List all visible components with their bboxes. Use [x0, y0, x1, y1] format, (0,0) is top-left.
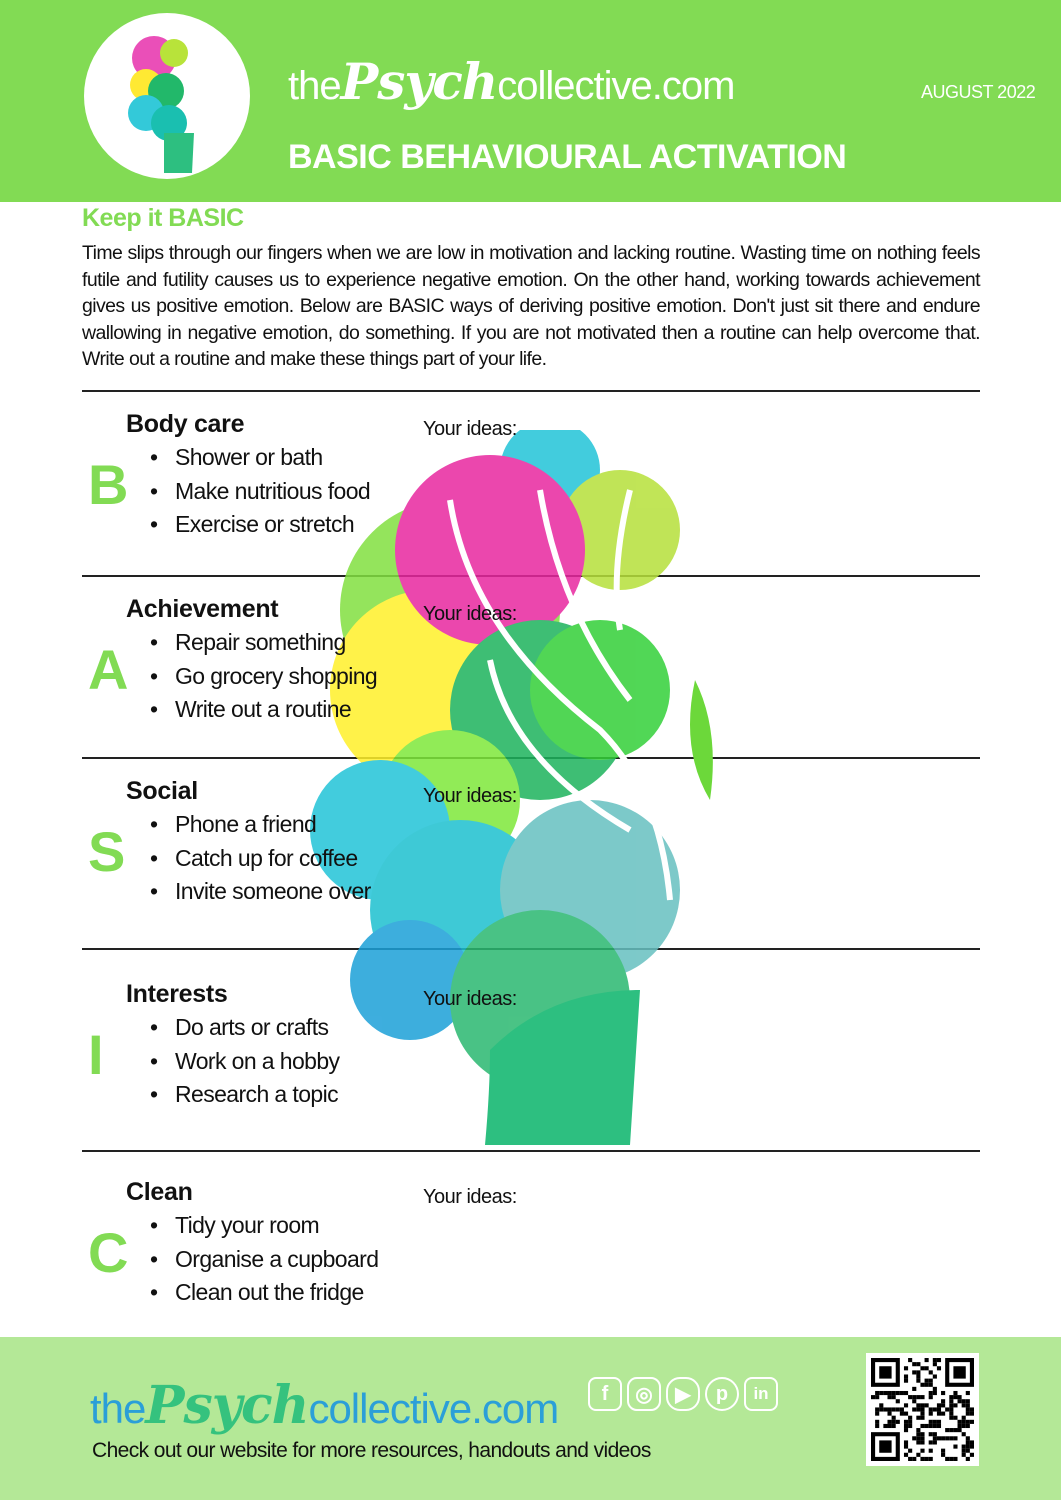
divider [82, 390, 980, 392]
section-letter: S [88, 820, 126, 883]
header-brand: thePsychcollective.com [288, 52, 735, 111]
qr-code[interactable] [866, 1353, 979, 1466]
brand-pre: the [90, 1385, 146, 1432]
head-illustration [300, 420, 730, 1150]
tagline: Check out our website for more resources… [92, 1439, 651, 1462]
pinterest-icon[interactable]: p [705, 1377, 739, 1411]
date: AUGUST 2022 [921, 82, 1036, 102]
section-title: Clean [126, 1178, 193, 1206]
footer-brand[interactable]: thePsychcollective.com [90, 1375, 559, 1436]
section-letter: I [88, 1023, 104, 1086]
list-item: Clean out the fridge [150, 1279, 378, 1313]
list-item: Tidy your room [150, 1212, 378, 1246]
page-title: BASIC BEHAVIOURAL ACTIVATION [288, 138, 847, 176]
list-item: Organise a cupboard [150, 1246, 379, 1280]
your-ideas-label: Your ideas: [423, 1186, 517, 1208]
brand-script: Psych [145, 1375, 309, 1436]
linkedin-icon[interactable]: in [744, 1377, 778, 1411]
brand-pre: the [288, 64, 342, 108]
divider [82, 1150, 980, 1152]
section-letter: B [88, 453, 129, 516]
section-title: Body care [126, 410, 245, 438]
intro-text: Time slips through our fingers when we a… [82, 242, 981, 370]
section-title: Interests [126, 980, 228, 1008]
intro-heading: Keep it BASIC [82, 204, 244, 232]
youtube-icon[interactable]: ▶ [666, 1377, 700, 1411]
section-letter: A [88, 638, 129, 701]
social-links: f ◎ ▶ p in [588, 1377, 778, 1411]
section-title: Social [126, 777, 198, 805]
brand-post: collective.com [308, 1385, 559, 1432]
section-letter: C [88, 1221, 129, 1284]
facebook-icon[interactable]: f [588, 1377, 622, 1411]
brand-script: Psych [340, 52, 499, 111]
brand-post: collective.com [497, 64, 735, 108]
logo [84, 13, 250, 179]
header: thePsychcollective.com BASIC BEHAVIOURAL… [0, 0, 1061, 202]
instagram-icon[interactable]: ◎ [627, 1377, 661, 1411]
footer: thePsychcollective.com Check out our web… [0, 1337, 1061, 1500]
bullet-list: Tidy your roomOrganise a cupboardClean o… [150, 1212, 379, 1313]
section-title: Achievement [126, 595, 279, 623]
